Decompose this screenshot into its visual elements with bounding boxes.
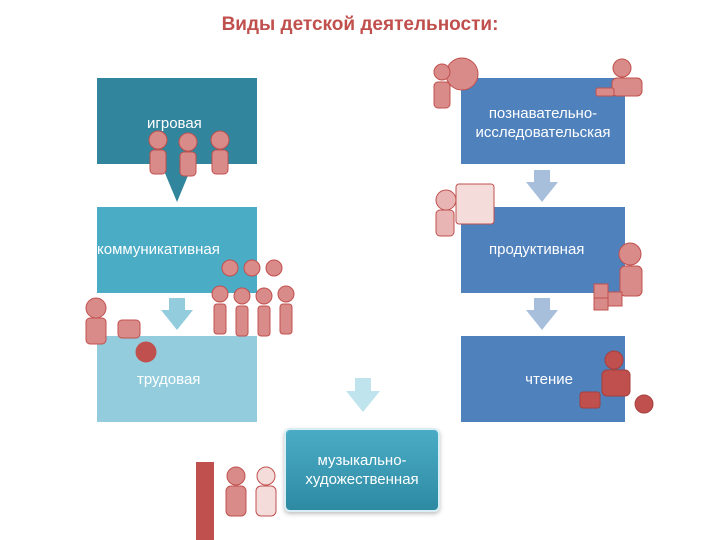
children-dancing-illustration	[196, 462, 277, 540]
down-arrow-icon	[526, 170, 558, 202]
page-title: Виды детской деятельности:	[221, 14, 499, 35]
down-arrow-icon	[526, 298, 558, 330]
box-productive: продуктивная	[461, 207, 625, 293]
box-musical-label: музыкально-художественная	[305, 452, 419, 488]
child-with-watering-can-illustration	[85, 297, 157, 363]
children-group-illustration	[148, 130, 230, 177]
box-cognitive-label: познавательно-исследовательская	[475, 105, 611, 141]
box-reading: чтение	[461, 336, 625, 422]
child-with-book-illustration	[595, 58, 643, 97]
child-reading-illustration	[579, 350, 654, 414]
down-arrow-icon	[346, 378, 380, 412]
box-playing: игровая	[97, 78, 257, 164]
box-productive-label: продуктивная	[489, 241, 585, 258]
box-labor-label: трудовая	[137, 371, 201, 388]
box-musical: музыкально-художественная	[284, 428, 440, 512]
child-with-globe-illustration	[433, 57, 479, 109]
child-with-blocks-illustration	[593, 242, 643, 311]
children-group-communicative-illustration	[211, 259, 295, 337]
box-reading-label: чтение	[525, 371, 573, 388]
child-drawing-illustration	[435, 183, 495, 237]
box-communicative-label: коммуникативная	[97, 241, 220, 258]
box-playing-label: игровая	[147, 115, 202, 132]
box-communicative: коммуникативная	[97, 207, 257, 293]
down-arrow-icon	[161, 298, 193, 330]
box-labor: трудовая	[97, 336, 257, 422]
